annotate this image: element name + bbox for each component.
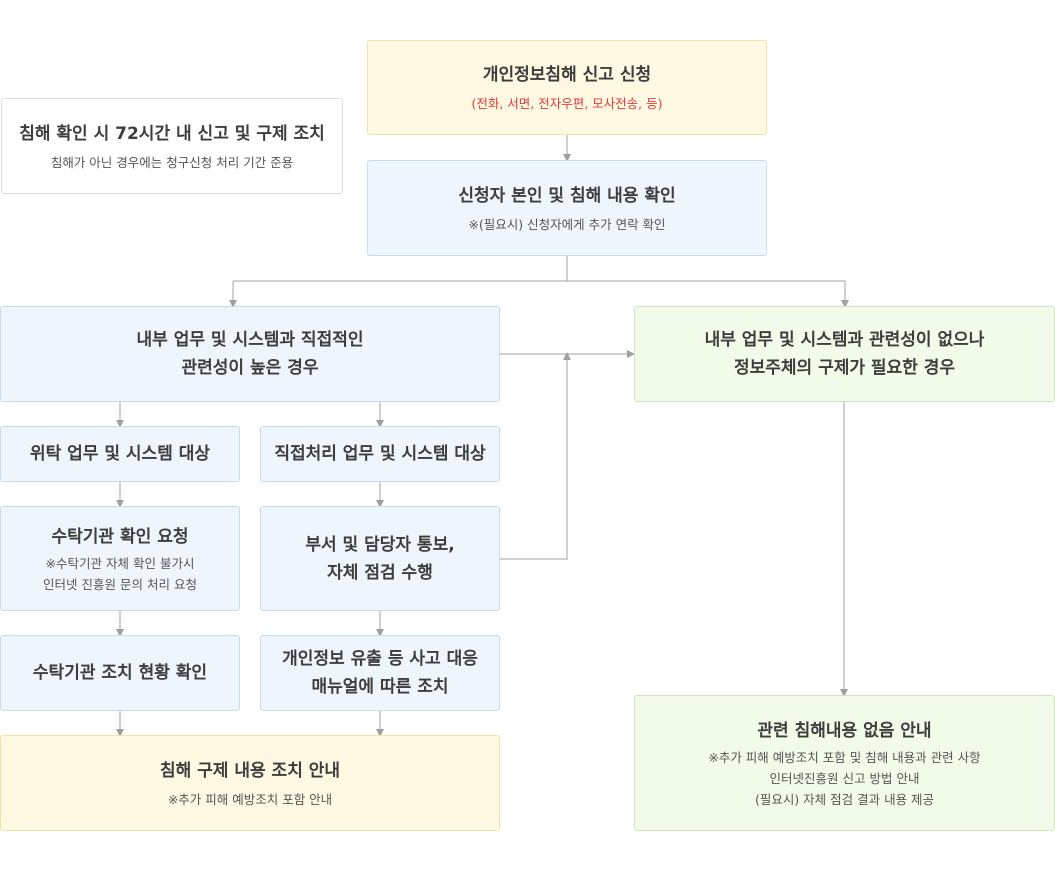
incident-manual-box: 개인정보 유출 등 사고 대응 매뉴얼에 따른 조치: [260, 635, 500, 711]
trustee-request-note2: 인터넷 진흥원 문의 처리 요청: [43, 576, 197, 592]
trustee-status-box: 수탁기관 조치 현황 확인: [0, 635, 240, 711]
trustee-status-title: 수탁기관 조치 현황 확인: [32, 663, 208, 683]
direct-target-box: 직접처리 업무 및 시스템 대상: [260, 426, 500, 482]
verify-box: 신청자 본인 및 침해 내용 확인 ※(필요시) 신청자에게 추가 연락 확인: [367, 160, 767, 256]
no-violation-note3: (필요시) 자체 점검 결과 내용 제공: [754, 791, 935, 807]
related-case-line2: 관련성이 높은 경우: [181, 358, 319, 378]
trustee-request-note1: ※수탁기관 자체 확인 불가시: [45, 555, 195, 571]
unrelated-case-line1: 내부 업무 및 시스템과 관련성이 없으나: [704, 330, 985, 350]
no-violation-title: 관련 침해내용 없음 안내: [757, 720, 932, 741]
remedy-notice-box: 침해 구제 내용 조치 안내 ※추가 피해 예방조치 포함 안내: [0, 735, 500, 831]
report-request-title: 개인정보침해 신고 신청: [482, 65, 652, 85]
remedy-notice-subtitle: ※추가 피해 예방조치 포함 안내: [167, 791, 333, 807]
trustee-request-box: 수탁기관 확인 요청 ※수탁기관 자체 확인 불가시 인터넷 진흥원 문의 처리…: [0, 506, 240, 611]
department-notify-box: 부서 및 담당자 통보, 자체 점검 수행: [260, 506, 500, 611]
verify-title: 신청자 본인 및 침해 내용 확인: [458, 185, 676, 206]
trustee-request-title: 수탁기관 확인 요청: [51, 526, 189, 547]
related-case-line1: 내부 업무 및 시스템과 직접적인: [136, 330, 364, 350]
no-violation-box: 관련 침해내용 없음 안내 ※추가 피해 예방조치 포함 및 침해 내용과 관련…: [634, 695, 1055, 831]
related-case-box: 내부 업무 및 시스템과 직접적인 관련성이 높은 경우: [0, 306, 500, 402]
direct-target-title: 직접처리 업무 및 시스템 대상: [274, 444, 486, 464]
note-title: 침해 확인 시 72시간 내 신고 및 구제 조치: [19, 123, 325, 144]
department-notify-line1: 부서 및 담당자 통보,: [305, 534, 455, 555]
connector-notify-return: [500, 352, 571, 560]
no-violation-note1: ※추가 피해 예방조치 포함 및 침해 내용과 관련 사항: [708, 749, 981, 765]
report-request-channels: (전화, 서면, 전자우편, 모사전송, 등): [471, 96, 663, 111]
outsourced-target-box: 위탁 업무 및 시스템 대상: [0, 426, 240, 482]
no-violation-note2: 인터넷진흥원 신고 방법 안내: [769, 770, 920, 786]
outsourced-target-title: 위탁 업무 및 시스템 대상: [29, 444, 211, 464]
unrelated-case-line2: 정보주체의 구제가 필요한 경우: [733, 358, 956, 378]
incident-manual-line1: 개인정보 유출 등 사고 대응: [282, 649, 478, 669]
unrelated-case-box: 내부 업무 및 시스템과 관련성이 없으나 정보주체의 구제가 필요한 경우: [634, 306, 1055, 402]
verify-subtitle: ※(필요시) 신청자에게 추가 연락 확인: [468, 216, 666, 232]
incident-manual-line2: 매뉴얼에 따른 조치: [311, 677, 449, 697]
report-request-box: 개인정보침해 신고 신청 (전화, 서면, 전자우편, 모사전송, 등): [367, 40, 767, 135]
department-notify-line2: 자체 점검 수행: [327, 562, 433, 583]
remedy-notice-title: 침해 구제 내용 조치 안내: [159, 760, 341, 781]
note-box: 침해 확인 시 72시간 내 신고 및 구제 조치 침해가 아닌 경우에는 청구…: [1, 98, 343, 194]
note-subtitle: 침해가 아닌 경우에는 청구신청 처리 기간 준용: [50, 154, 294, 170]
